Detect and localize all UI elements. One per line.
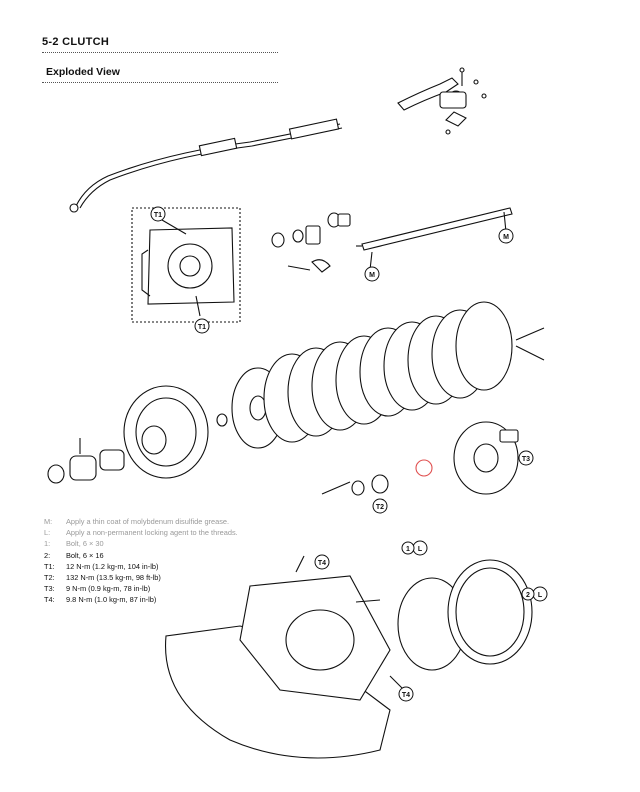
callout-t1-bottom: T1	[194, 318, 210, 334]
svg-text:T4: T4	[402, 692, 410, 699]
cover-gasket	[397, 559, 533, 671]
callout-l-side: L	[532, 586, 548, 602]
legend-row-t4: T4:9.8 N-m (1.0 kg-m, 87 in-lb)	[44, 595, 157, 605]
legend-row-t3: T3:9 N-m (0.9 kg-m, 78 in-lb)	[44, 584, 151, 594]
clutch-housing-inset	[131, 207, 241, 323]
callout-m-pushrod: M	[364, 266, 380, 282]
svg-text:T4: T4	[318, 560, 326, 567]
svg-text:T1: T1	[198, 324, 206, 331]
legend-row-2: 2:Bolt, 6 × 16	[44, 550, 104, 560]
title-rule	[42, 52, 278, 53]
clutch-cable	[69, 118, 343, 213]
clutch-plate-stack	[231, 301, 545, 449]
svg-text:M: M	[503, 234, 509, 241]
legend-row-t2: T2:132 N-m (13.5 kg-m, 98 ft-lb)	[44, 573, 161, 583]
legend-row-1: 1:Bolt, 6 × 30	[44, 539, 104, 549]
svg-text:L: L	[538, 592, 543, 599]
torque-legend: M:Apply a thin coat of molybdenum disulf…	[44, 516, 238, 606]
legend-row-m: M:Apply a thin coat of molybdenum disulf…	[44, 517, 230, 526]
callout-t2: T2	[372, 498, 388, 514]
highlight-ring	[415, 459, 433, 477]
svg-text:T2: T2	[376, 504, 384, 511]
callout-t1-top: T1	[150, 206, 166, 222]
exploded-view-heading: Exploded View	[46, 66, 120, 78]
clutch-cover	[164, 555, 405, 759]
callout-ref-2: 2	[521, 587, 535, 601]
callout-t3: T3	[518, 450, 534, 466]
callout-l-cover: L	[412, 540, 428, 556]
legend-row-l: L:Apply a non-permanent locking agent to…	[44, 528, 238, 538]
callout-t4-lower: T4	[398, 686, 414, 702]
callout-m-rod: M	[498, 228, 514, 244]
svg-text:M: M	[369, 272, 375, 279]
nut-washer	[321, 474, 389, 496]
push-rod	[356, 207, 513, 271]
release-parts	[271, 212, 351, 273]
legend-row-t1: T1:12 N-m (1.2 kg-m, 104 in-lb)	[44, 561, 159, 571]
pressure-plate	[453, 421, 519, 495]
callout-t4-upper: T4	[314, 554, 330, 570]
svg-text:2: 2	[526, 592, 530, 599]
clutch-housing	[123, 385, 228, 479]
svg-text:1: 1	[406, 546, 410, 553]
collar-bearings	[47, 438, 125, 484]
subtitle-rule	[42, 82, 278, 83]
svg-text:T3: T3	[522, 456, 530, 463]
svg-text:L: L	[418, 546, 423, 553]
svg-text:T1: T1	[154, 212, 162, 219]
section-title: 5-2 CLUTCH	[42, 36, 110, 48]
clutch-lever	[397, 67, 487, 135]
callout-ref-1: 1	[401, 541, 415, 555]
